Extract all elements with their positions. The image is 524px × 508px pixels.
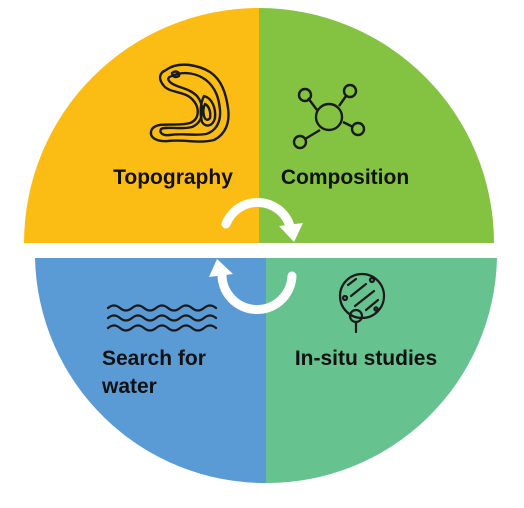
contour-map-icon (149, 63, 230, 143)
quadrant-in-situ-studies (266, 258, 497, 484)
petri-dish-icon (338, 272, 386, 334)
arrow-bottom-head (209, 259, 233, 277)
arrow-top (221, 197, 295, 231)
arrow-bottom (217, 268, 297, 315)
arrow-top-head (279, 223, 303, 242)
label-topography: Topography (113, 166, 233, 189)
label-search-for-water: Search for water (101, 347, 212, 398)
label-in-situ-studies: In-situ studies (295, 347, 437, 370)
label-composition: Composition (281, 166, 409, 189)
quadrant-topography (24, 8, 259, 243)
cycle-arrows (209, 197, 303, 315)
quadrant-composition (259, 8, 494, 243)
quadrant-search-for-water (35, 258, 266, 484)
molecule-icon (292, 83, 366, 150)
water-waves-icon (106, 304, 218, 332)
